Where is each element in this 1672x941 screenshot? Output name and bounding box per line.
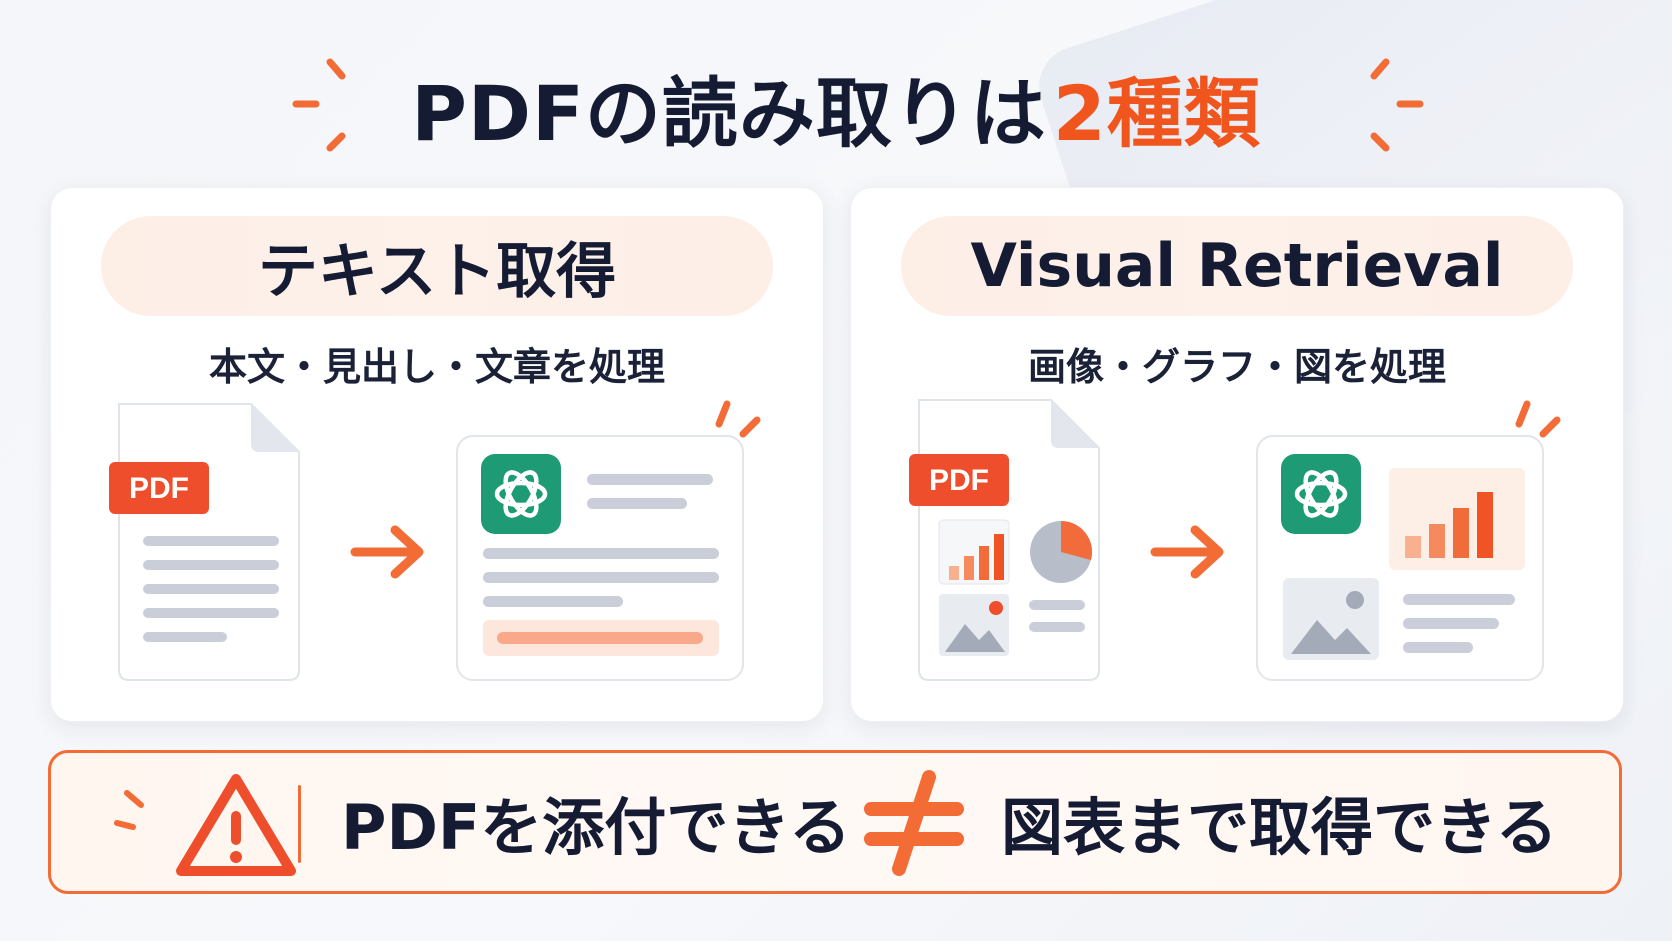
visual-retrieval-panel: Visual Retrieval 画像・グラフ・図を処理 PDF: [850, 187, 1624, 722]
banner-left-text: PDFを添付できる: [341, 791, 852, 864]
warning-banner: PDFを添付できる 図表まで取得できる: [48, 750, 1622, 894]
panel-subtitle: 本文・見出し・文章を処理: [208, 345, 665, 389]
image-icon: [1283, 578, 1379, 660]
page-title: PDFの読み取りは 2種類: [0, 52, 1672, 162]
text-extraction-illustration: PDF: [109, 400, 761, 681]
arrow-right-icon: [1150, 525, 1224, 579]
chatgpt-logo-icon: [1281, 454, 1361, 534]
panel-heading: テキスト取得: [257, 236, 617, 307]
banner-divider: [298, 785, 301, 863]
panel-subtitle: 画像・グラフ・図を処理: [1027, 345, 1446, 389]
pdf-file-icon: PDF: [909, 399, 1100, 681]
warning-icon: [114, 774, 296, 876]
visual-retrieval-illustration: PDF: [909, 399, 1561, 681]
image-icon: [939, 594, 1009, 656]
left-burst-icon: [292, 58, 346, 152]
not-equal-icon: [864, 770, 964, 876]
output-card: [1256, 435, 1544, 681]
text-extraction-panel: テキスト取得 本文・見出し・文章を処理 PDF: [50, 187, 824, 722]
chatgpt-logo-icon: [481, 454, 561, 534]
panel-heading-pill: Visual Retrieval: [901, 216, 1573, 316]
title-accent-text: 2種類: [1052, 69, 1261, 158]
pdf-badge-label: PDF: [129, 472, 189, 505]
output-card: [456, 435, 744, 681]
sparkle-icon: [715, 400, 761, 438]
title-main-text: PDFの読み取りは: [411, 69, 1047, 158]
arrow-right-icon: [350, 525, 424, 579]
panel-heading: Visual Retrieval: [970, 231, 1504, 301]
pie-chart-icon: [1030, 521, 1093, 583]
panel-heading-pill: テキスト取得: [101, 216, 773, 316]
pdf-file-icon: PDF: [109, 403, 300, 681]
right-burst-icon: [1370, 58, 1424, 152]
pdf-badge-label: PDF: [929, 464, 989, 497]
bar-chart-icon: [1389, 468, 1525, 570]
banner-right-text: 図表まで取得できる: [1001, 791, 1558, 864]
bar-chart-icon: [938, 519, 1010, 585]
sparkle-icon: [1515, 400, 1561, 438]
